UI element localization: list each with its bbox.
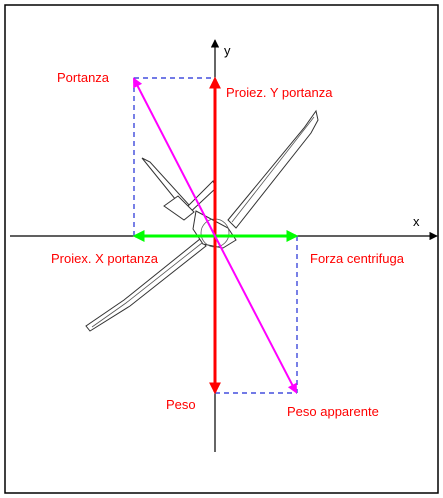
label-proiez-y-portanza: Proiez. Y portanza: [226, 85, 333, 100]
airplane-silhouette: [85, 109, 319, 332]
label-peso-apparente: Peso apparente: [287, 404, 379, 419]
vector-peso-apparente: [214, 235, 297, 394]
label-proiex-x-portanza: Proiex. X portanza: [51, 251, 159, 266]
projection-lines: [133, 77, 298, 394]
vector-portanza: [133, 77, 216, 237]
x-axis-label: x: [413, 214, 420, 229]
label-peso: Peso: [166, 397, 196, 412]
label-forza-centrifuga: Forza centrifuga: [310, 251, 405, 266]
label-portanza: Portanza: [57, 70, 110, 85]
airplane-tail-fin: [163, 195, 195, 221]
y-axis-label: y: [224, 43, 231, 58]
